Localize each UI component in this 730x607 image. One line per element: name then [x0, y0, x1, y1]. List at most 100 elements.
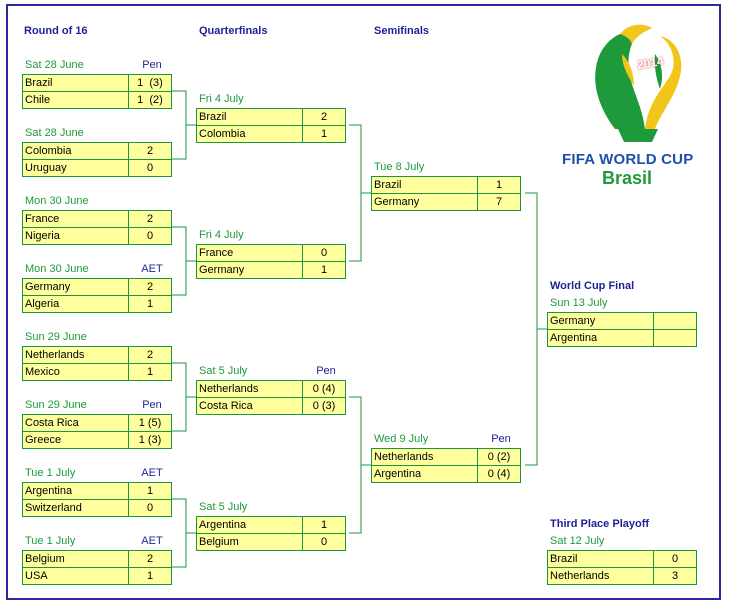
team-row: Argentina 0 (4)	[371, 466, 521, 483]
team-name: Germany	[23, 279, 129, 295]
team-row: Netherlands 0 (4)	[196, 380, 346, 398]
team-row: Argentina	[547, 330, 697, 347]
connector-r16-1-2	[172, 90, 196, 160]
team-name: Argentina	[548, 330, 654, 346]
team-name: Netherlands	[197, 381, 303, 397]
match-date-final: Sun 13 July	[550, 297, 608, 309]
team-name: Netherlands	[548, 568, 654, 584]
match-date-qf-2: Fri 4 July	[199, 229, 244, 241]
match-date-third: Sat 12 July	[550, 535, 605, 547]
team-name: Colombia	[197, 126, 303, 142]
match-note-qf-3: Pen	[316, 365, 336, 377]
team-score: 1 (3)	[138, 434, 162, 446]
match-date-r16-8: Tue 1 July	[25, 535, 76, 547]
connector-sf-final	[525, 192, 547, 466]
team-row: Costa Rica 0 (3)	[196, 398, 346, 415]
team-score: 1	[146, 366, 154, 378]
team-name: Germany	[548, 313, 654, 329]
team-name: Mexico	[23, 364, 129, 380]
team-name: Germany	[372, 194, 478, 210]
match-date-r16-2: Sat 28 June	[25, 127, 84, 139]
team-name: Costa Rica	[23, 415, 129, 431]
team-name: Brazil	[23, 75, 129, 91]
team-score: 0 (4)	[487, 468, 511, 480]
team-name: Netherlands	[372, 449, 478, 465]
logo-subtitle: Brasil	[602, 168, 653, 188]
team-score: 2	[146, 553, 154, 565]
team-row: Germany 1	[196, 262, 346, 279]
header-round-of-16: Round of 16	[24, 25, 88, 37]
team-name: USA	[23, 568, 129, 584]
team-score: 0	[320, 536, 328, 548]
team-name: Netherlands	[23, 347, 129, 363]
connector-r16-5-6	[172, 362, 196, 432]
team-score: 1	[320, 264, 328, 276]
team-name: Uruguay	[23, 160, 129, 176]
team-score: 0 (4)	[312, 383, 336, 395]
match-date-r16-3: Mon 30 June	[25, 195, 89, 207]
team-row: Germany 7	[371, 194, 521, 211]
match-note-sf-2: Pen	[491, 433, 511, 445]
logo-title: FIFA WORLD CUP	[562, 151, 694, 168]
header-semifinals: Semifinals	[374, 25, 430, 37]
team-name: Brazil	[548, 551, 654, 567]
match-date-r16-6: Sun 29 June	[25, 399, 87, 411]
team-name: Greece	[23, 432, 129, 448]
match-date-r16-5: Sun 29 June	[25, 331, 87, 343]
team-name: Nigeria	[23, 228, 129, 244]
team-score: 1 (2)	[137, 94, 163, 106]
team-score: 0 (3)	[312, 400, 336, 412]
team-name: Switzerland	[23, 500, 129, 516]
match-note-r16-4: AET	[141, 263, 163, 275]
team-name: Belgium	[23, 551, 129, 567]
team-row: Mexico 1	[22, 364, 172, 381]
team-name: Germany	[197, 262, 303, 278]
header-third-place-playoff: Third Place Playoff	[550, 518, 650, 530]
team-name: France	[197, 245, 303, 261]
match-date-sf-1: Tue 8 July	[374, 161, 425, 173]
team-name: Argentina	[372, 466, 478, 482]
match-date-qf-1: Fri 4 July	[199, 93, 244, 105]
team-score: 2	[146, 145, 154, 157]
team-score: 0	[146, 230, 154, 242]
team-score: 2	[146, 349, 154, 361]
team-score: 7	[495, 196, 503, 208]
match-note-r16-6: Pen	[142, 399, 162, 411]
match-date-sf-2: Wed 9 July	[374, 433, 429, 445]
team-score: 1	[146, 298, 154, 310]
team-score: 0	[671, 553, 679, 565]
match-date-r16-4: Mon 30 June	[25, 263, 89, 275]
match-note-r16-1: Pen	[142, 59, 162, 71]
match-date-qf-3: Sat 5 July	[199, 365, 248, 377]
team-name: Brazil	[372, 177, 478, 193]
team-score: 1	[320, 519, 328, 531]
connector-r16-3-4	[172, 226, 196, 296]
match-date-r16-1: Sat 28 June	[25, 59, 84, 71]
team-name: Costa Rica	[197, 398, 303, 414]
header-world-cup-final: World Cup Final	[550, 280, 635, 292]
connector-qf-1-2	[349, 124, 371, 262]
team-row: Belgium 2	[22, 550, 172, 568]
